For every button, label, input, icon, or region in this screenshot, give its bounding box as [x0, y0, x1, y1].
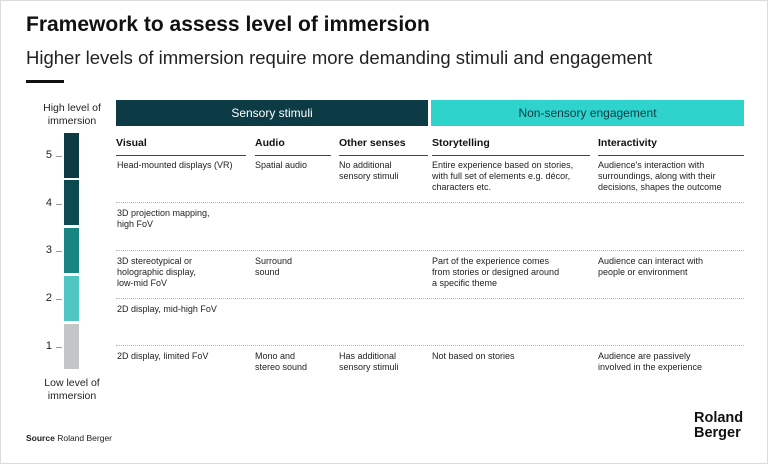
cell-line: sensory stimuli: [339, 361, 399, 372]
level-2-bar: [64, 276, 79, 321]
row-separator: [116, 250, 744, 251]
cell-line: a specific theme: [432, 277, 498, 288]
column-rule-storytelling: [432, 155, 590, 156]
low-immersion-line1: Low level of: [44, 377, 100, 389]
column-header-storytelling: Storytelling: [432, 137, 490, 149]
cell-line: Entire experience based on stories,: [432, 160, 574, 170]
level-2-tick: [56, 299, 62, 300]
cell-storytelling-level-1: Not based on stories: [432, 351, 592, 362]
page-subtitle: Higher levels of immersion require more …: [26, 47, 653, 68]
logo-line1: Roland: [694, 410, 744, 426]
cell-line: from stories or designed around: [432, 266, 560, 277]
column-rule-interactivity: [598, 155, 744, 156]
cell-interactivity-level-3: Audience can interact with people or env…: [598, 256, 748, 278]
row-separator: [116, 202, 744, 203]
column-header-audio: Audio: [255, 137, 285, 149]
cell-line: Head-mounted displays (VR): [117, 160, 233, 170]
source-note: Source Roland Berger: [26, 433, 112, 443]
high-immersion-line1: High level of: [43, 102, 101, 114]
cell-visual-level-4: 3D projection mapping, high FoV: [117, 208, 252, 230]
cell-line: Mono and: [255, 351, 296, 361]
source-value: Roland Berger: [57, 433, 113, 443]
column-header-other-senses: Other senses: [339, 137, 406, 149]
cell-line: involved in the experience: [598, 361, 703, 372]
cell-line: 3D projection mapping,: [117, 208, 210, 218]
page-title: Framework to assess level of immersion: [26, 13, 430, 36]
cell-visual-level-2: 2D display, mid-high FoV: [117, 304, 252, 315]
cell-other-senses-level-1: Has additional sensory stimuli: [339, 351, 429, 373]
source-label: Source: [26, 433, 55, 443]
level-5-number: 5: [45, 149, 52, 161]
cell-visual-level-1: 2D display, limited FoV: [117, 351, 252, 362]
level-3-tick: [56, 251, 62, 252]
cell-line: sensory stimuli: [339, 170, 399, 181]
cell-line: Surround: [255, 256, 293, 266]
cell-interactivity-level-5: Audience's interaction with surroundings…: [598, 160, 748, 192]
row-separator: [116, 298, 744, 299]
cell-line: 2D display, limited FoV: [117, 351, 209, 361]
non-sensory-engagement-header: Non-sensory engagement: [431, 100, 744, 126]
low-immersion-line2: immersion: [47, 390, 97, 402]
level-3-bar: [64, 228, 79, 273]
cell-line: No additional: [339, 160, 392, 170]
cell-line: Audience are passively: [598, 351, 691, 361]
cell-storytelling-level-3: Part of the experience comes from storie…: [432, 256, 592, 288]
cell-visual-level-3: 3D stereotypical or holographic display,…: [117, 256, 252, 288]
cell-line: 2D display, mid-high FoV: [117, 304, 217, 314]
cell-audio-level-3: Surround sound: [255, 256, 335, 278]
column-rule-audio: [255, 155, 331, 156]
level-5-tick: [56, 156, 62, 157]
cell-line: Spatial audio: [255, 160, 308, 170]
column-rule-visual: [116, 155, 246, 156]
cell-interactivity-level-1: Audience are passively involved in the e…: [598, 351, 748, 373]
column-header-interactivity: Interactivity: [598, 137, 657, 149]
level-1-tick: [56, 347, 62, 348]
cell-line: Audience's interaction with: [598, 160, 705, 170]
cell-line: characters etc.: [432, 181, 492, 192]
high-immersion-line2: immersion: [47, 115, 97, 127]
level-3-number: 3: [45, 244, 52, 256]
column-header-visual: Visual: [116, 137, 147, 149]
cell-storytelling-level-5: Entire experience based on stories, with…: [432, 160, 592, 192]
cell-line: Audience can interact with: [598, 256, 704, 266]
cell-visual-level-5: Head-mounted displays (VR): [117, 160, 252, 171]
low-immersion-label: Low level of immersion: [32, 377, 112, 403]
level-4-number: 4: [45, 197, 52, 209]
level-1-bar: [64, 324, 79, 369]
level-4-tick: [56, 204, 62, 205]
cell-other-senses-level-5: No additional sensory stimuli: [339, 160, 429, 182]
cell-line: low-mid FoV: [117, 277, 168, 288]
cell-audio-level-5: Spatial audio: [255, 160, 335, 171]
cell-line: surroundings, along with their: [598, 170, 716, 181]
cell-line: with full set of elements e.g. décor,: [432, 170, 571, 181]
level-5-bar: [64, 133, 79, 178]
roland-berger-logo: Roland Berger: [694, 411, 743, 441]
cell-line: people or environment: [598, 266, 688, 277]
logo-line2: Berger: [694, 425, 741, 441]
high-immersion-label: High level of immersion: [32, 102, 112, 128]
level-1-number: 1: [45, 340, 52, 352]
cell-line: sound: [255, 266, 280, 277]
cell-line: holographic display,: [117, 266, 196, 277]
cell-line: decisions, shapes the outcome: [598, 181, 722, 192]
row-separator: [116, 345, 744, 346]
cell-line: Not based on stories: [432, 351, 515, 361]
title-underline: [26, 80, 64, 83]
cell-line: 3D stereotypical or: [117, 256, 193, 266]
non-sensory-engagement-label: Non-sensory engagement: [518, 106, 657, 120]
level-2-number: 2: [45, 292, 52, 304]
sensory-stimuli-label: Sensory stimuli: [231, 106, 313, 120]
cell-line: Has additional: [339, 351, 397, 361]
column-rule-other-senses: [339, 155, 428, 156]
cell-audio-level-1: Mono and stereo sound: [255, 351, 335, 373]
cell-line: stereo sound: [255, 361, 308, 372]
sensory-stimuli-header: Sensory stimuli: [116, 100, 428, 126]
level-4-bar: [64, 180, 79, 225]
cell-line: high FoV: [117, 218, 154, 229]
cell-line: Part of the experience comes: [432, 256, 550, 266]
